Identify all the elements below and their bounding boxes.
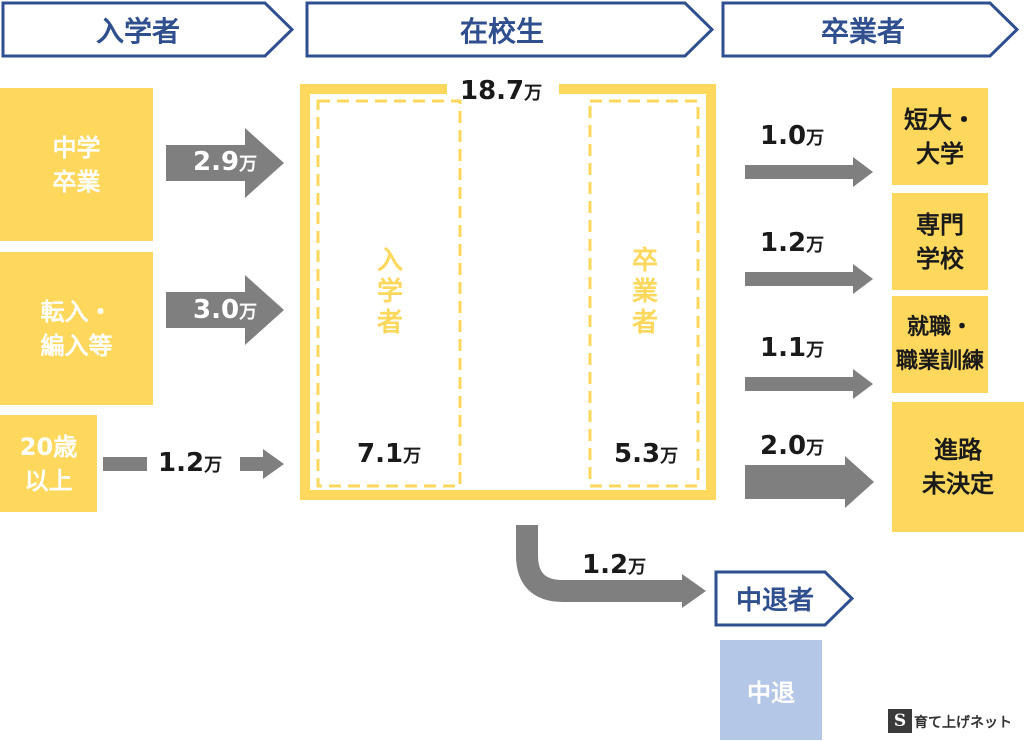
value-dropout: 1.2万 [582, 550, 647, 580]
dest-vocational: 専門 学校 [892, 193, 988, 290]
source-transfer-label: 転入・ 編入等 [40, 297, 113, 360]
dest-undecided-label: 進路 未決定 [922, 436, 994, 498]
header-graduates: 卒業者 [820, 14, 905, 48]
value-undecided: 2.0万 [760, 431, 825, 461]
total-label-bg [447, 80, 559, 104]
source-junior-high: 中学 卒業 [0, 88, 153, 241]
dest-employment: 就職・ 職業訓練 [892, 296, 988, 393]
value-junior-high: 2.9万 [193, 147, 258, 177]
value-over20: 1.2万 [158, 448, 223, 478]
arrow-dropout-head [682, 574, 706, 608]
value-transfer: 3.0万 [193, 295, 258, 325]
dest-undecided: 進路 未決定 [892, 402, 1024, 532]
header-students: 在校生 [459, 14, 544, 48]
value-university: 1.0万 [760, 121, 825, 151]
arrow-employment [745, 369, 873, 399]
dest-employment-label: 就職・ 職業訓練 [895, 314, 984, 374]
source-transfer: 転入・ 編入等 [0, 252, 153, 405]
value-total-students: 18.7万 [460, 76, 543, 106]
dropout-box [720, 640, 822, 740]
value-vocational: 1.2万 [760, 228, 825, 258]
arrow-vocational [745, 264, 873, 294]
arrow-over20-shaft [103, 457, 147, 471]
enrollees-dashed-box [316, 99, 462, 488]
arrow-dropout-path [516, 525, 684, 602]
school-graduates-label: 卒業者 [631, 246, 658, 338]
dest-university-label: 短大・ 大学 [904, 105, 976, 168]
arrow-university [745, 157, 873, 187]
arrow-over20-head [240, 449, 284, 479]
arrow-undecided [745, 456, 874, 508]
dest-university: 短大・ 大学 [892, 88, 988, 185]
header-enrollees: 入学者 [95, 14, 180, 48]
source-junior-high-label: 中学 卒業 [52, 133, 101, 196]
dest-vocational-label: 専門 学校 [916, 210, 964, 273]
school-enrollees-label: 入学者 [376, 246, 403, 338]
header-enrollees-chevron [1, 1, 295, 58]
watermark-text: 育て上げネット [914, 715, 1012, 731]
value-school-enrollees: 7.1万 [357, 439, 422, 469]
value-school-graduates: 5.3万 [614, 439, 679, 469]
watermark-logo-bg [888, 709, 912, 733]
header-dropouts-chevron [714, 570, 855, 627]
header-dropouts: 中退者 [735, 586, 814, 616]
dropout-box-label: 中退 [747, 678, 795, 707]
header-students-chevron [305, 1, 715, 58]
arrow-junior-high [166, 128, 284, 198]
watermark-logo-letter: S [893, 711, 907, 731]
source-over20-label: 20歳 以上 [19, 432, 78, 495]
source-over20: 20歳 以上 [0, 415, 97, 512]
header-graduates-chevron [721, 1, 1020, 58]
value-employment: 1.1万 [760, 333, 825, 363]
arrow-transfer [166, 275, 284, 345]
